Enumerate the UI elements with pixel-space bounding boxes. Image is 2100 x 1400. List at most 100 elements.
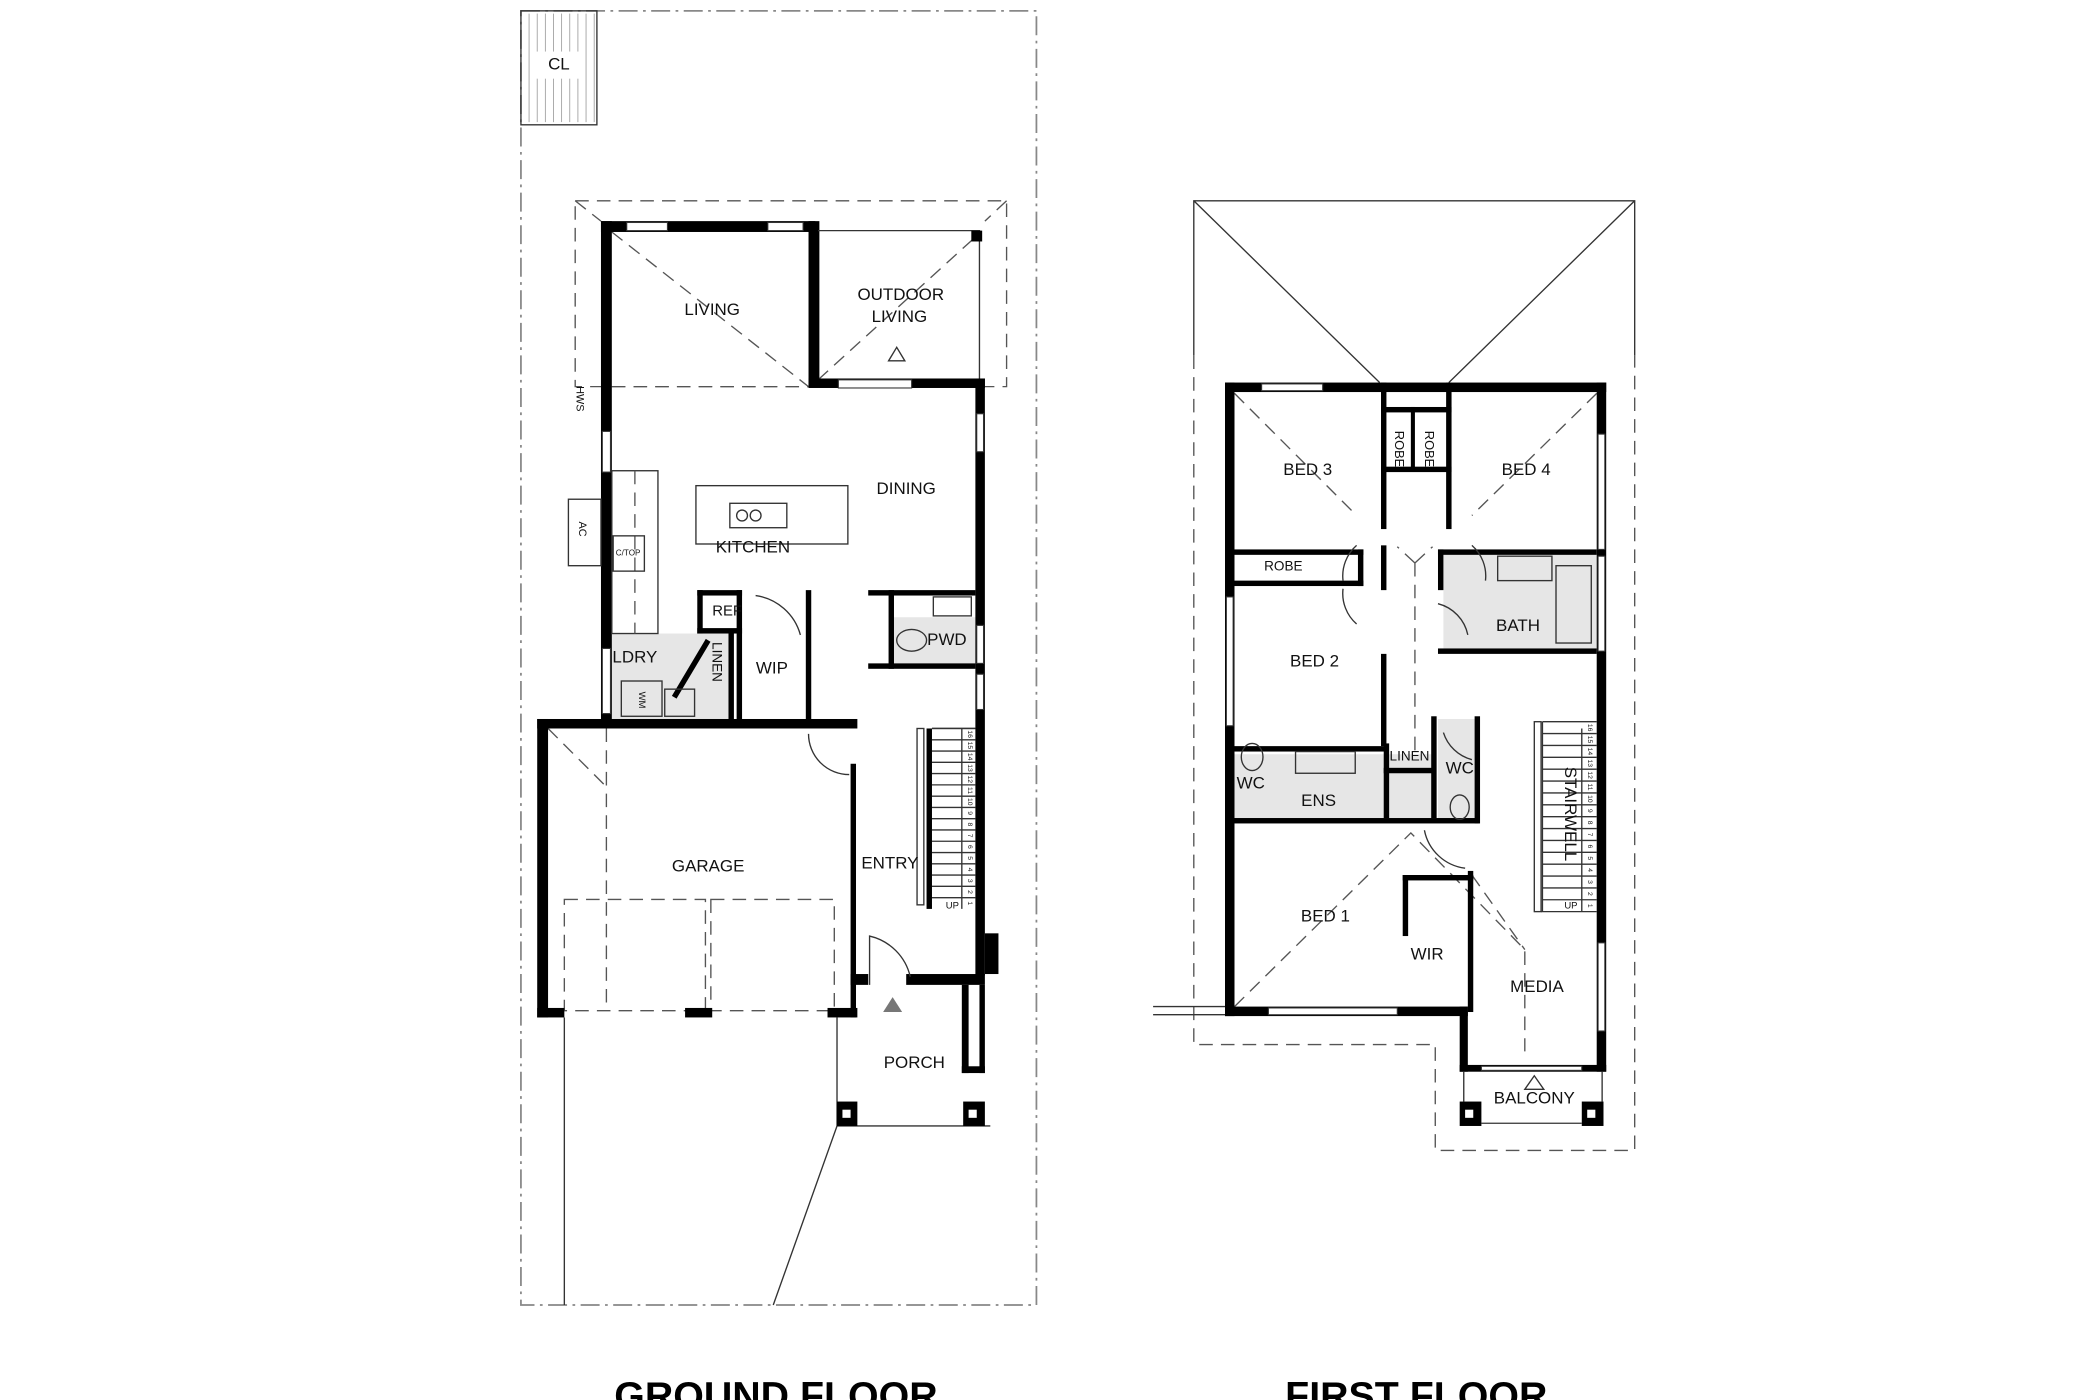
outdoor-entry-marker (887, 345, 907, 362)
garage-car-space-1 (563, 898, 707, 1012)
stair-step-number: 5 (1586, 856, 1593, 860)
room-label-bath: BATH (1496, 616, 1540, 635)
room-label-dining: DINING (877, 479, 936, 498)
stair-step-number: 1 (1586, 904, 1593, 908)
powder-toilet (896, 628, 928, 652)
room-label-wip: WIP (756, 658, 788, 677)
balcony-entry-marker (1523, 1074, 1546, 1091)
ens-vanity (1294, 750, 1356, 774)
room-label-linen: LINEN (710, 642, 725, 682)
stair-step-number: 15 (966, 742, 973, 750)
laundry-tub (664, 688, 696, 717)
stair-step-number: 16 (966, 730, 973, 738)
stair-step-number: 16 (1586, 724, 1593, 732)
stair-step-number: 14 (1586, 748, 1593, 756)
wc-toilet (1449, 794, 1470, 821)
stair-up-label: UP (946, 901, 959, 912)
ensuite-floor (1234, 754, 1433, 819)
room-label-pwd: PWD (927, 630, 967, 649)
first-floor-title: FIRST FLOOR (1285, 1374, 1547, 1400)
stair-step-number: 14 (966, 753, 973, 761)
ground-floor-title: GROUND FLOOR (614, 1374, 937, 1400)
bathtub (1555, 565, 1592, 644)
kitchen-sink (729, 502, 788, 529)
room-label-ldry: LDRY (612, 647, 657, 666)
stair-step-number: 9 (966, 811, 973, 815)
stair-step-number: 13 (1586, 759, 1593, 767)
kitchen-island (695, 484, 849, 545)
front-entry-marker (883, 997, 903, 1013)
ens-toilet (1240, 742, 1264, 772)
stair-step-number: 10 (1586, 795, 1593, 803)
room-label-ref: REF (712, 603, 742, 620)
stair-step-number: 11 (966, 787, 973, 794)
room-label-balcony: BALCONY (1494, 1088, 1575, 1107)
cooktop (612, 535, 646, 572)
stair-step-number: 1 (966, 901, 973, 905)
stair-step-number: 4 (966, 868, 973, 872)
stair-up-label-first: UP (1564, 901, 1577, 912)
wm-label: WM (636, 692, 647, 709)
room-label-garage: GARAGE (672, 856, 744, 875)
stair-step-number: 2 (966, 890, 973, 894)
room-label-bed3: BED 3 (1283, 460, 1332, 479)
cooktop-label: C/TOP (616, 549, 641, 558)
stair-step-number: 4 (1586, 868, 1593, 872)
room-label-robe-c: ROBE (1264, 559, 1302, 574)
room-label-ens: ENS (1301, 791, 1336, 810)
stair-step-number: 15 (1586, 736, 1593, 744)
stair-step-number: 9 (1586, 809, 1593, 813)
stair-step-number: 8 (1586, 821, 1593, 825)
first-floor-walls (1225, 382, 1607, 1126)
room-label-porch: PORCH (884, 1053, 945, 1072)
powder-basin (932, 596, 972, 617)
room-label-bed4: BED 4 (1502, 460, 1551, 479)
stair-step-number: 12 (966, 775, 973, 783)
lot-boundary (520, 9, 1038, 1306)
hws-label: HWS (573, 386, 585, 411)
room-label-living: LIVING (684, 300, 740, 319)
roof-outline (1153, 200, 1636, 1152)
porch-structure (836, 984, 991, 1127)
room-label-robe-a: ROBE (1392, 431, 1407, 468)
stair-step-number: 5 (966, 856, 973, 860)
ground-floor-plan: CL (520, 9, 1038, 1400)
stair-step-number: 8 (966, 822, 973, 826)
stair-step-number: 7 (966, 834, 973, 838)
room-label-outdoor-living-2: LIVING (872, 307, 928, 326)
room-label-linen-first: LINEN (1390, 749, 1430, 764)
stair-step-number: 7 (1586, 833, 1593, 837)
stair-step-number: 13 (966, 764, 973, 772)
stair-step-number: 6 (966, 845, 973, 849)
stair-step-number: 3 (966, 879, 973, 883)
room-label-cl: CL (548, 55, 570, 74)
stair-step-number: 12 (1586, 771, 1593, 779)
bath-vanity (1496, 555, 1553, 582)
room-label-outdoor-living-1: OUTDOOR (857, 285, 944, 304)
washing-machine (620, 680, 663, 717)
garage-car-space-2 (710, 898, 835, 1012)
room-label-entry: ENTRY (861, 854, 918, 873)
powder-floor (893, 617, 976, 664)
laundry-floor (610, 633, 733, 719)
room-label-media: MEDIA (1510, 977, 1564, 996)
room-label-wc-ens: WC (1237, 774, 1265, 793)
room-label-kitchen: KITCHEN (716, 538, 790, 557)
ground-floor-walls (537, 221, 999, 1018)
room-label-robe-b: ROBE (1422, 431, 1437, 468)
room-label-stairwell: STAIRWELL (1561, 767, 1580, 861)
stair-step-number: 3 (1586, 880, 1593, 884)
room-label-wir: WIR (1411, 945, 1444, 964)
stair-step-number: 6 (1586, 844, 1593, 848)
stair-step-number: 10 (966, 798, 973, 806)
ac-label: AC (576, 522, 588, 537)
room-label-bed2: BED 2 (1290, 651, 1339, 670)
room-label-wc: WC (1446, 759, 1474, 778)
clothesline: CL (520, 10, 598, 126)
bath-floor (1443, 554, 1597, 652)
stair-step-number: 11 (1586, 783, 1593, 790)
